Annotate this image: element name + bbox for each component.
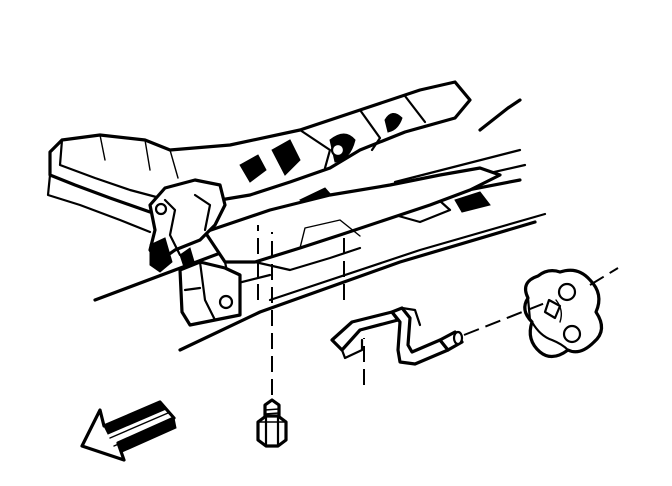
vehicle-frame-underbody — [46, 80, 547, 352]
mounting-bolt — [256, 398, 288, 448]
rubber-isolator — [523, 268, 604, 359]
assembly-centerlines — [257, 225, 619, 395]
front-direction-arrow — [80, 400, 177, 462]
exhaust-hanger-bracket — [330, 306, 464, 366]
